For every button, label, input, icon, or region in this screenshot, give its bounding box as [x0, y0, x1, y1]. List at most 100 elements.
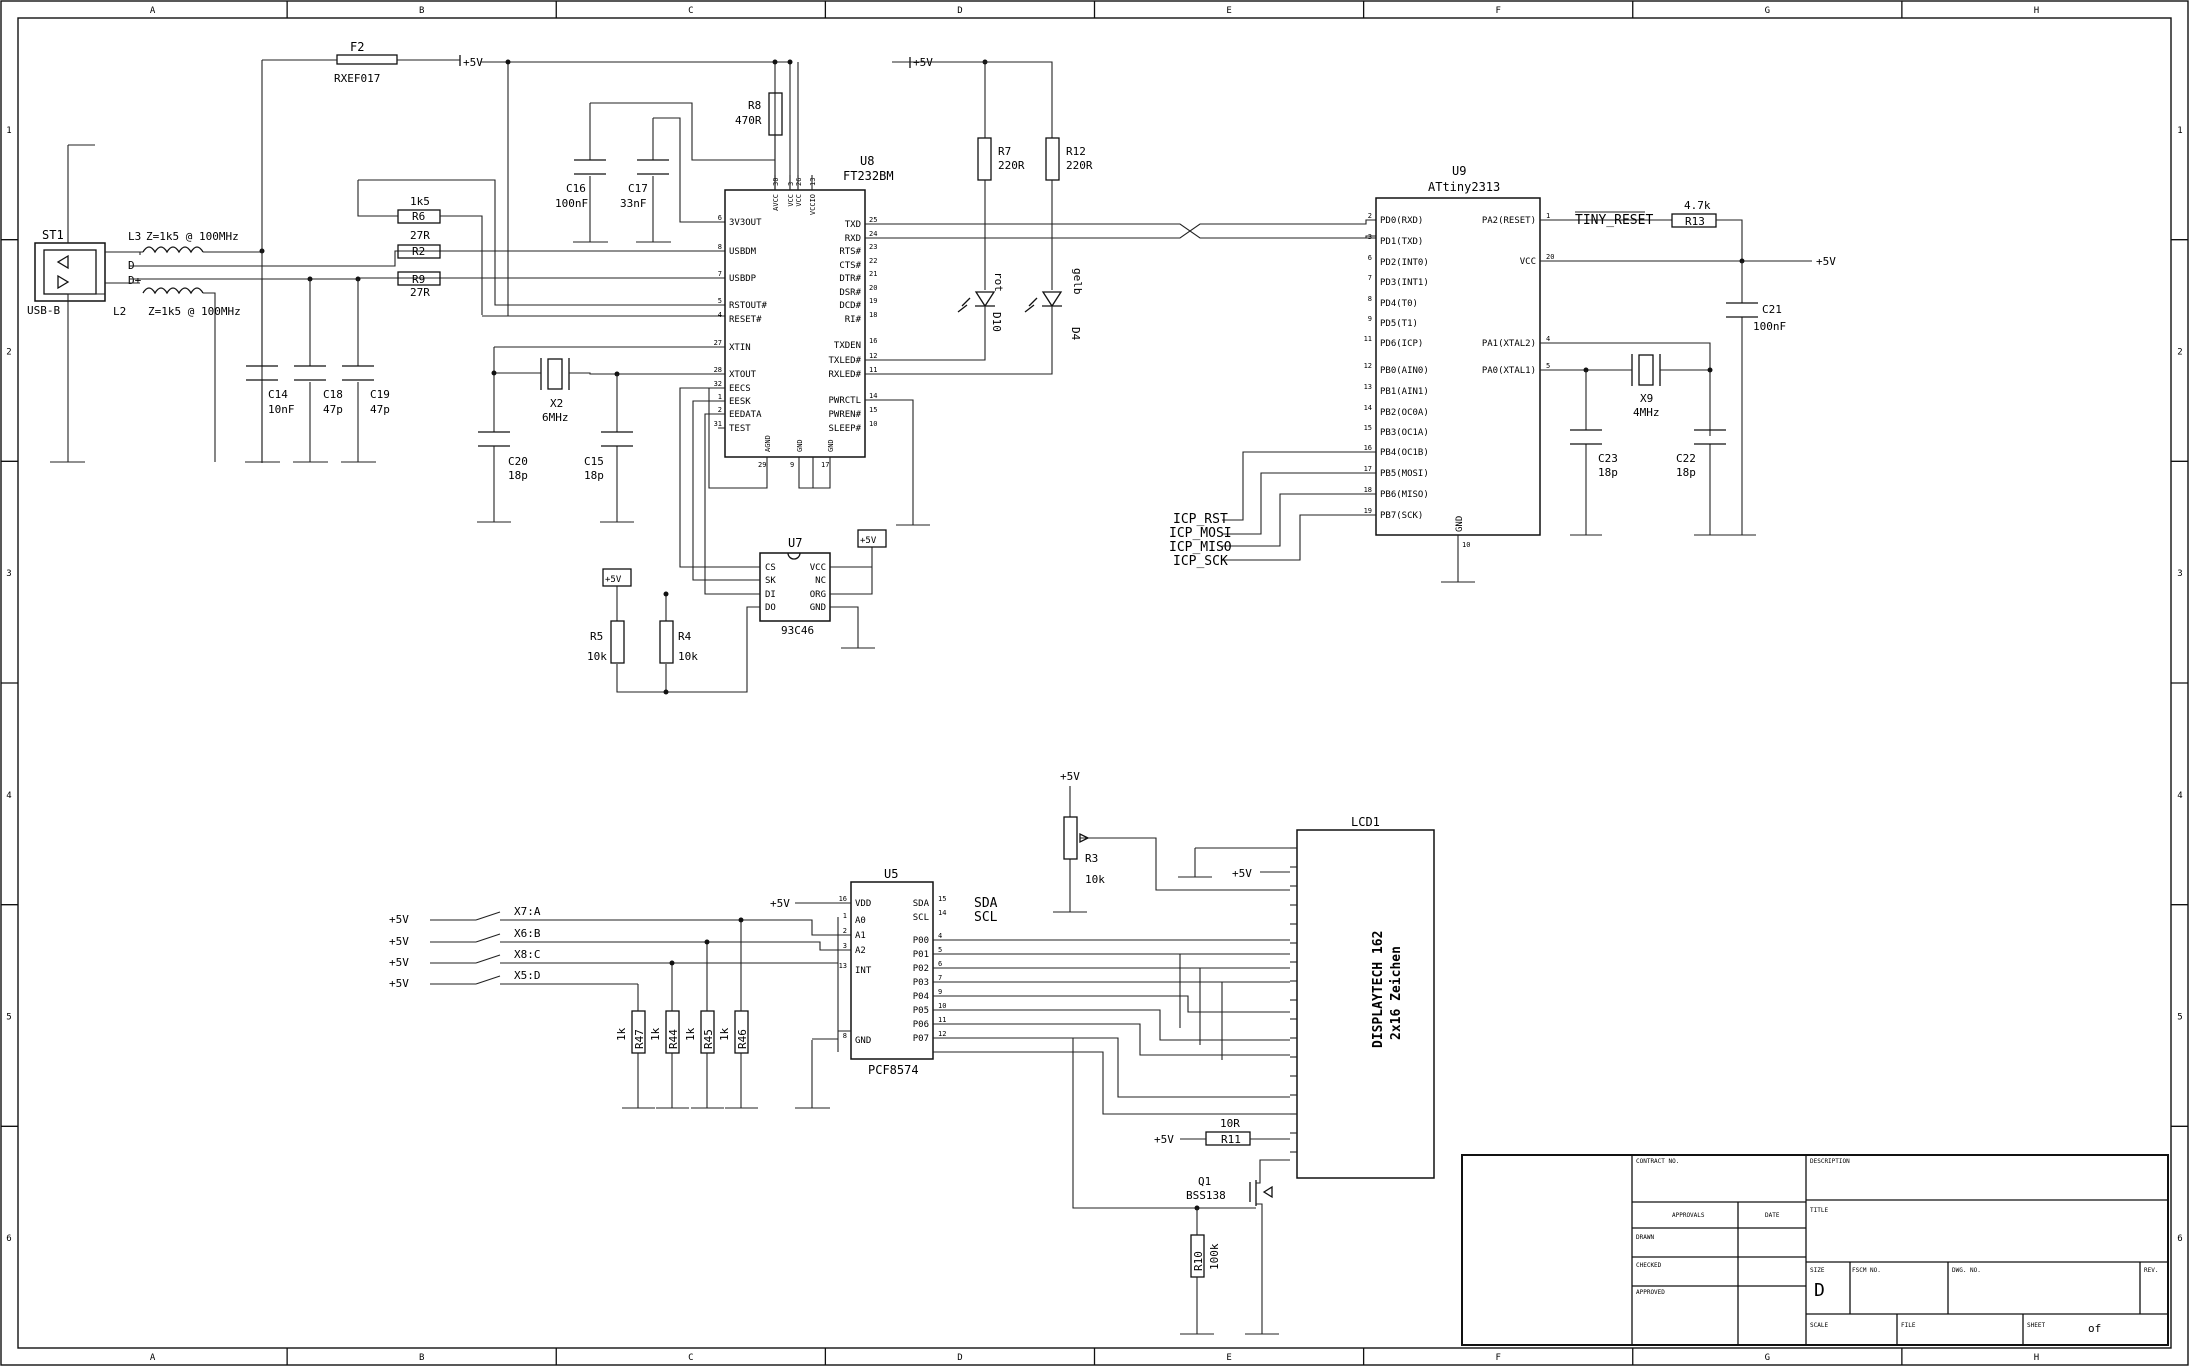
- grid-col-top: A: [150, 6, 156, 16]
- grid-row-left: 1: [6, 126, 11, 136]
- x2-value: 6MHz: [542, 411, 569, 424]
- u9-pin-name: PD1(TXD): [1380, 237, 1423, 247]
- r12-ref: R12: [1066, 145, 1086, 158]
- switch-wire: [430, 911, 741, 921]
- u8-pin-number: 4: [718, 311, 722, 319]
- r4-value: 10k: [678, 650, 698, 663]
- d4-value: gelb: [1071, 268, 1084, 295]
- lcd-pins: [1290, 847, 1297, 1153]
- resistor-r6: 1k5 R6: [357, 180, 483, 315]
- r13-value: 4.7k: [1684, 199, 1711, 212]
- u9-pin-name: PB3(OC1A): [1380, 428, 1429, 438]
- tb-title: TITLE: [1810, 1207, 1828, 1214]
- u9-pin-number: 19: [1364, 507, 1372, 515]
- u9-pin-name: PD4(T0): [1380, 299, 1418, 309]
- r46-ref: R46: [736, 1029, 749, 1049]
- u8-pin-number: 26: [795, 178, 803, 186]
- switch-supply: +5V: [389, 935, 409, 948]
- r3-value: 10k: [1085, 873, 1105, 886]
- c18-value: 47p: [323, 403, 343, 416]
- u9-pin-name: PD5(T1): [1380, 319, 1418, 329]
- u8-pin-name: TXDEN: [834, 341, 861, 351]
- c21-ref: C21: [1762, 303, 1782, 316]
- r4-ref: R4: [678, 630, 692, 643]
- c17-value: 33nF: [620, 197, 647, 210]
- r44-value: 1k: [649, 1027, 662, 1041]
- u8-pin-number: 9: [790, 461, 794, 469]
- u5-part: PCF8574: [868, 1063, 919, 1077]
- switch-wire: [430, 954, 672, 964]
- c20-ref: C20: [508, 455, 528, 468]
- u9-pin-name: PA0(XTAL1): [1482, 366, 1536, 376]
- r47-value: 1k: [615, 1027, 628, 1041]
- led-d10: rot D10: [865, 272, 1005, 361]
- tb-dwg-no: DWG. NO.: [1952, 1267, 1981, 1274]
- u9-pin-name: PD0(RXD): [1380, 216, 1423, 226]
- u5-pin-name: P06: [913, 1020, 929, 1030]
- c21-value: 100nF: [1753, 320, 1786, 333]
- supply-flag-r5: +5V: [602, 568, 632, 587]
- grid-col-top: D: [957, 6, 962, 16]
- u9-pin-name: PD3(INT1): [1380, 278, 1429, 288]
- u8-pin-number: 2: [718, 406, 722, 414]
- supply-u9: +5V: [1816, 255, 1836, 268]
- u8-pin-name: PWREN#: [828, 410, 861, 420]
- switch-label: X8:C: [514, 948, 541, 961]
- u9-pin-number: 15: [1364, 424, 1372, 432]
- u8-pin-name: CTS#: [839, 261, 861, 271]
- u5-pin-name: SCL: [913, 913, 929, 923]
- led-d4: gelb D4: [865, 268, 1084, 375]
- r3-ref: R3: [1085, 852, 1098, 865]
- resistor-r11: +5V 10R R11: [1154, 1117, 1290, 1146]
- u7-pin-right: VCC: [810, 563, 826, 573]
- u5-pin-name: VDD: [855, 899, 871, 909]
- grid-row-right: 3: [2177, 569, 2182, 579]
- q1-ref: Q1: [1198, 1175, 1211, 1188]
- tb-checked: CHECKED: [1636, 1262, 1662, 1269]
- r2-value: 27R: [410, 229, 430, 242]
- capacitor-c19: C19 47p: [341, 279, 390, 463]
- u8-pin-number: 10: [869, 420, 877, 428]
- u7-pin-left: CS: [765, 563, 776, 573]
- c20-value: 18p: [508, 469, 528, 482]
- u9-pin-number: 2: [1368, 212, 1372, 220]
- tb-sheet: SHEET: [2027, 1322, 2045, 1329]
- u8-pin-name: VCC: [795, 194, 803, 207]
- resistor-r7: R7 220R: [977, 62, 1025, 290]
- c19-value: 47p: [370, 403, 390, 416]
- grid-row-right: 2: [2177, 348, 2182, 358]
- u9-pin-number: 6: [1368, 254, 1372, 262]
- resistor-r44: 1k R44: [649, 1010, 689, 1109]
- u8-pin-number: 20: [869, 284, 877, 292]
- resistor-r46: 1k R46: [718, 1010, 758, 1109]
- u5-sda-label: SDA: [974, 896, 998, 911]
- u8-pin-name: RTS#: [839, 247, 861, 257]
- u5-pin-name: A0: [855, 916, 866, 926]
- u5-pin-number: 5: [938, 946, 942, 954]
- u8-pin-number: 5: [718, 297, 722, 305]
- u8-pin-number: 22: [869, 257, 877, 265]
- u9-gnd-num: 10: [1462, 541, 1470, 549]
- x9-value: 4MHz: [1633, 406, 1660, 419]
- f2-value: RXEF017: [334, 72, 380, 85]
- c19-ref: C19: [370, 388, 390, 401]
- u8-pin-number: 19: [869, 297, 877, 305]
- u9-pin-number: 7: [1368, 274, 1372, 282]
- resistor-r13: 4.7k R13: [1671, 199, 1743, 261]
- u9-pin-number: 14: [1364, 404, 1372, 412]
- u5-pin-name: SDA: [913, 899, 930, 909]
- u8-pin-name: RXD: [845, 234, 861, 244]
- c17-ref: C17: [628, 182, 648, 195]
- u8-pin-number: 28: [714, 366, 722, 374]
- u5-pin-name: P00: [913, 936, 929, 946]
- u9-left-pins: PD0(RXD)2PD1(TXD)3PD2(INT0)6PD3(INT1)7PD…: [1364, 212, 1429, 521]
- u5-pin-name: GND: [855, 1036, 871, 1046]
- u5-pin-name: A2: [855, 946, 866, 956]
